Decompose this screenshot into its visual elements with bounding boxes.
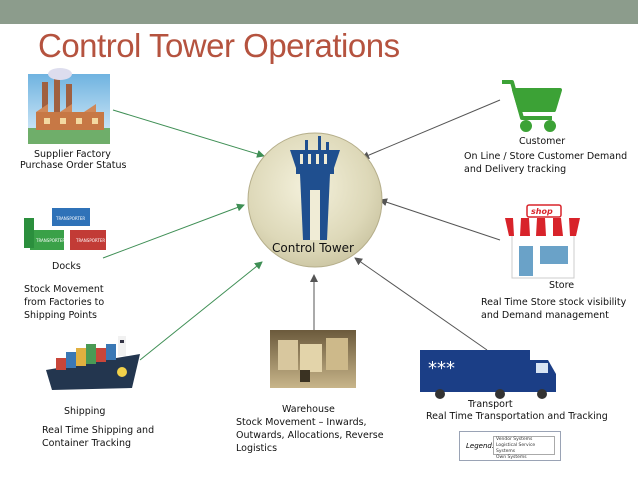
truck-logo: *** <box>428 358 455 379</box>
warehouse-title: Warehouse <box>282 404 335 415</box>
arrow-shipping <box>139 261 263 361</box>
arrow-supplier <box>112 109 265 158</box>
legend-line-own: Own Systems <box>496 455 527 460</box>
container-label-3: TRANSPORTER <box>75 238 105 243</box>
customer-title: Customer <box>519 136 566 147</box>
factory-icon <box>28 68 110 144</box>
connector-arrows <box>102 99 501 361</box>
store-desc-2: and Demand management <box>481 310 609 321</box>
container-label-2: TRANSPORTER <box>35 238 65 243</box>
shipping-desc-2: Container Tracking <box>42 438 131 449</box>
legend-line-logistics: Logistical Service Systems <box>496 443 536 454</box>
top-bar <box>0 0 638 24</box>
slide-title: Control Tower Operations <box>38 27 400 64</box>
truck-icon: *** <box>420 350 556 399</box>
docks-desc-2: from Factories to <box>24 297 105 308</box>
warehouse-photo <box>270 330 356 388</box>
arrow-transport <box>354 257 488 351</box>
supplier-desc: Purchase Order Status <box>20 160 127 171</box>
container-label-1: TRANSPORTER <box>55 216 85 221</box>
store-sign: shop <box>531 207 553 216</box>
store-desc-1: Real Time Store stock visibility <box>481 297 627 308</box>
shipping-title: Shipping <box>64 406 106 417</box>
shipping-desc-1: Real Time Shipping and <box>42 425 155 436</box>
cargo-ship-icon <box>46 336 140 390</box>
warehouse-desc-1: Stock Movement – Inwards, <box>236 417 367 428</box>
warehouse-desc-2: Outwards, Allocations, Reverse <box>236 430 384 441</box>
warehouse-desc-3: Logistics <box>236 443 278 454</box>
arrow-customer <box>361 99 501 159</box>
docks-desc-1: Stock Movement <box>24 284 104 295</box>
containers-icon: TRANSPORTER TRANSPORTER TRANSPORTER <box>24 208 106 250</box>
shopping-cart-icon <box>502 80 562 132</box>
store-icon: shop <box>505 204 580 279</box>
legend-box: Vendor Systems Logistical Service System… <box>493 436 555 460</box>
supplier-title: Supplier Factory <box>34 149 111 160</box>
legend-key: Legend: <box>466 442 495 450</box>
legend-line-vendor: Vendor Systems <box>496 437 533 442</box>
docks-title: Docks <box>52 261 81 272</box>
customer-desc-1: On Line / Store Customer Demand <box>464 151 628 162</box>
arrow-store <box>379 198 501 241</box>
control-tower-icon <box>290 136 340 240</box>
docks-desc-3: Shipping Points <box>24 310 97 321</box>
transport-desc: Real Time Transportation and Tracking <box>426 411 608 422</box>
arrow-docks <box>102 203 245 259</box>
customer-desc-2: and Delivery tracking <box>464 164 567 175</box>
control-tower-label: Control Tower <box>272 241 354 255</box>
transport-title: Transport <box>468 399 513 410</box>
legend: Legend: Vendor Systems Logistical Servic… <box>459 431 561 461</box>
store-title: Store <box>549 280 575 291</box>
